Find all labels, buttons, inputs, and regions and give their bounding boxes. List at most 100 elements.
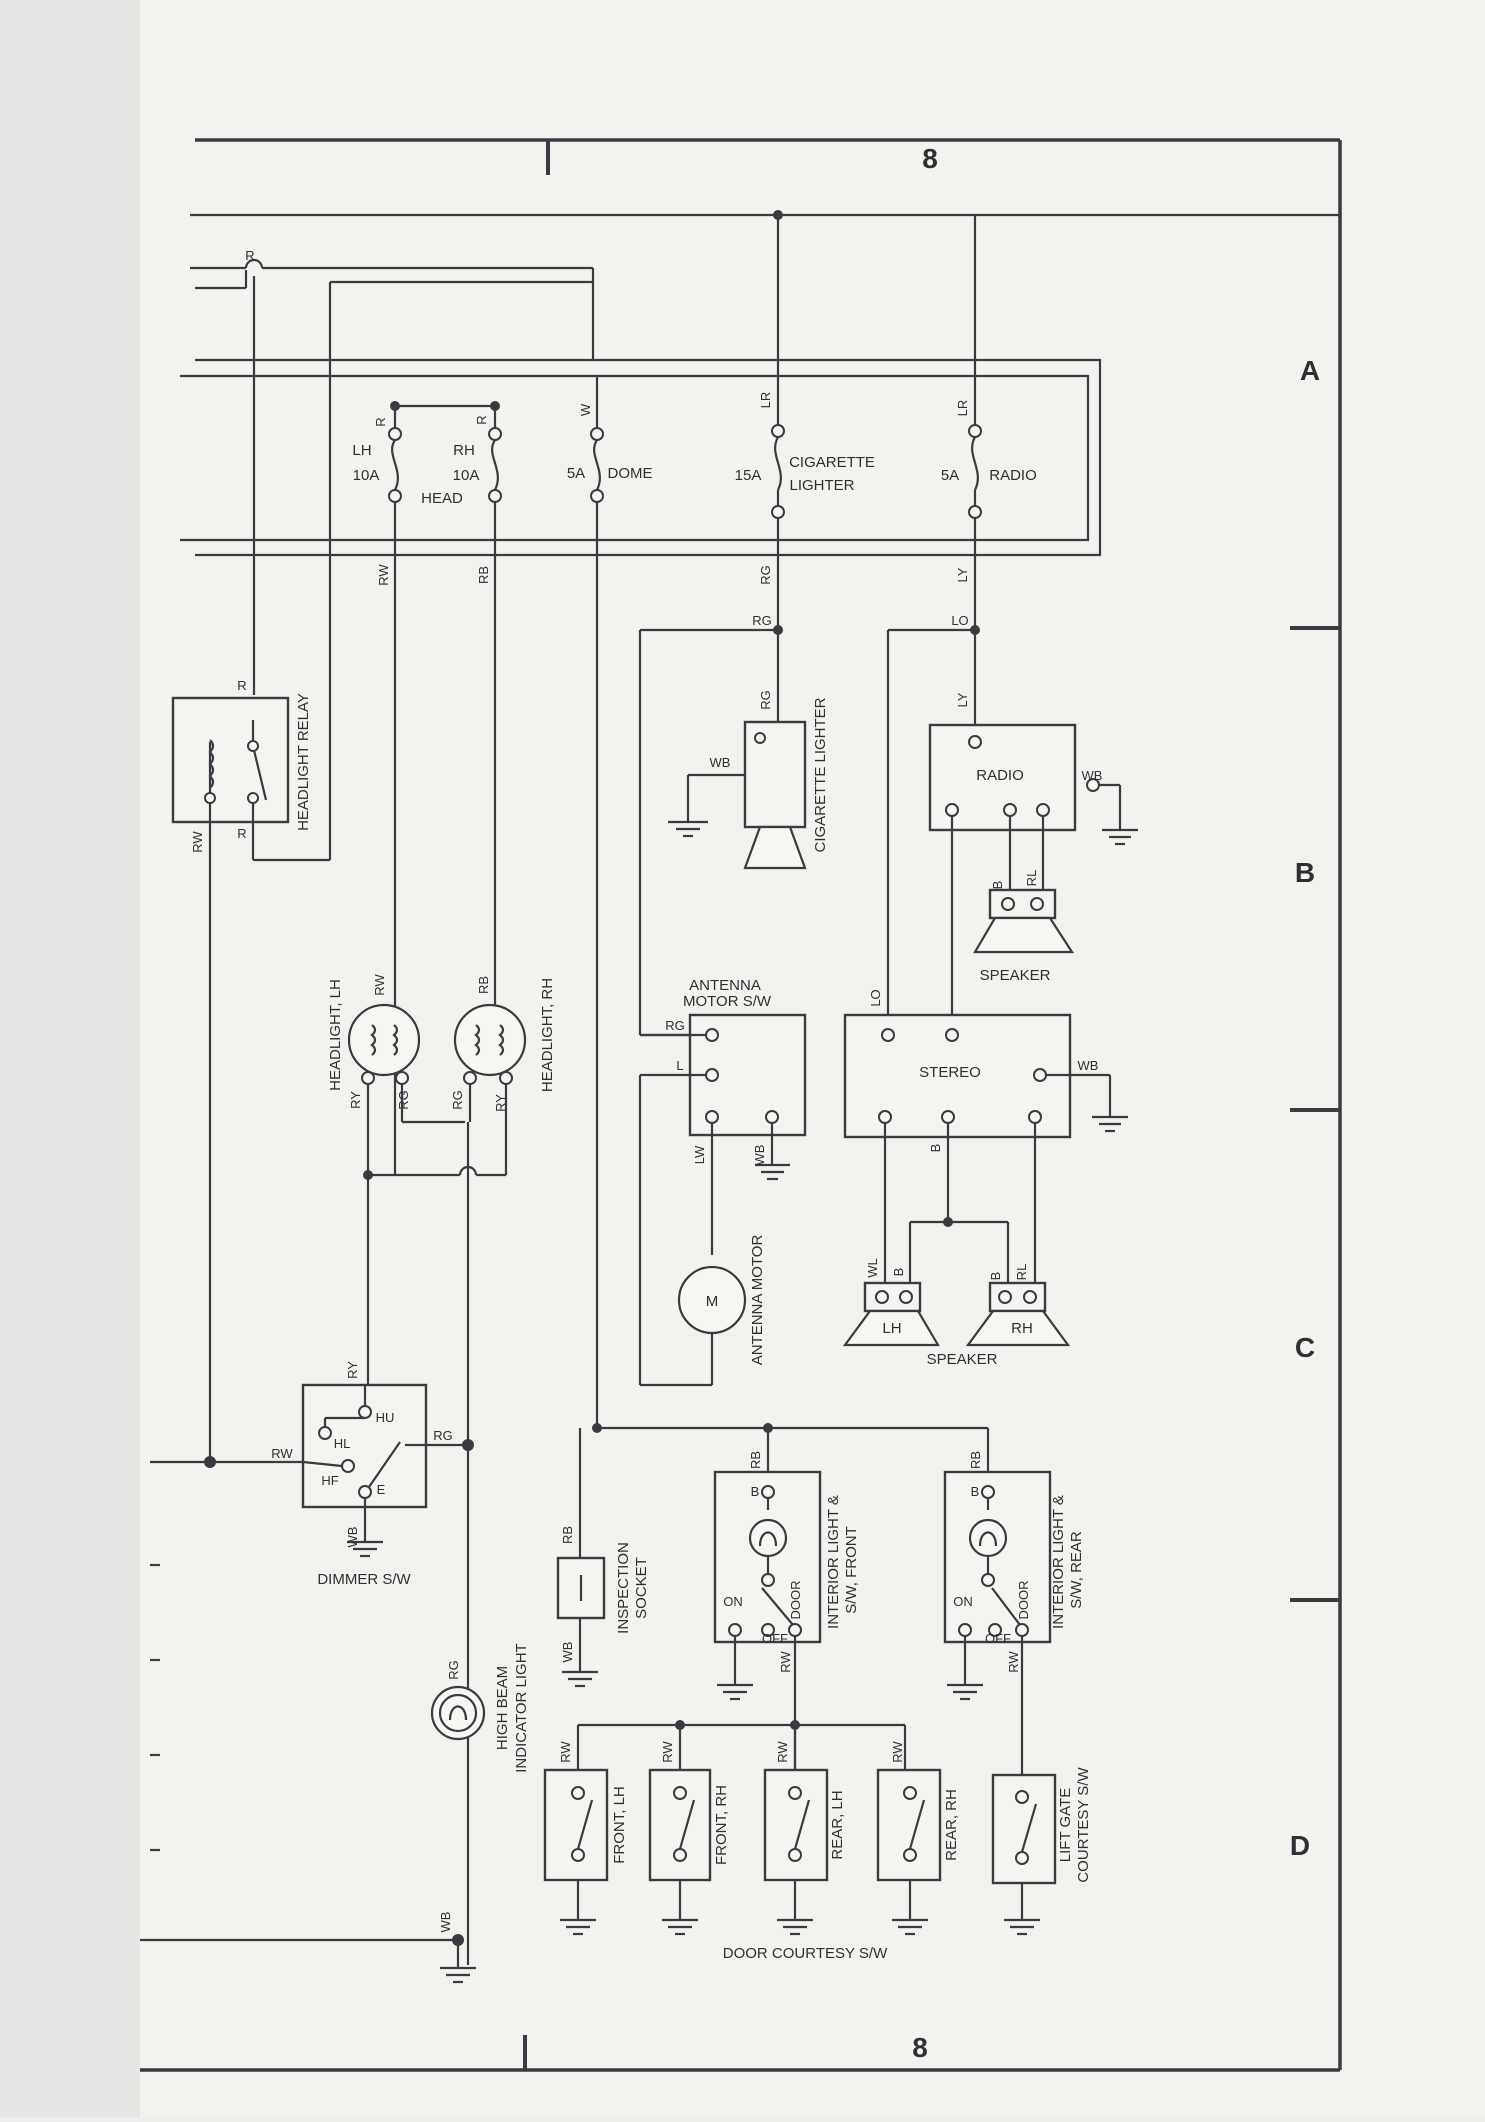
dimmer-sw-label: DIMMER S/W [317, 1571, 411, 1588]
inspection-socket [556, 1556, 606, 1688]
door-front-lh-label: FRONT, LH [611, 1786, 628, 1864]
door-courtesy-bus [576, 1723, 907, 1770]
headlight-lh-label: HEADLIGHT, LH [327, 979, 344, 1091]
wire-label-radio-lr: LR [955, 400, 970, 417]
dimmer-wire-rg: RG [433, 1428, 453, 1443]
zone-c-label: C [1295, 1332, 1315, 1363]
stereo-wire-wb: WB [1078, 1058, 1099, 1073]
fuse-rh-rating: 10A [453, 467, 480, 484]
int-rear-on: ON [953, 1594, 973, 1609]
fuse-lighter-name-2: LIGHTER [789, 477, 854, 494]
wire-label-rw-1: RW [376, 564, 391, 586]
wire-label-lighter-lr: LR [758, 392, 773, 409]
door-flh-wire-rw: RW [558, 1741, 573, 1763]
door-rear-rh-label: REAR, RH [943, 1789, 960, 1861]
antenna-motor-switch [638, 1013, 807, 1385]
int-front-label-1: INTERIOR LIGHT & [825, 1495, 842, 1629]
door-courtesy-label: DOOR COURTESY S/W [723, 1945, 888, 1962]
interior-light-rear [943, 1470, 1052, 1775]
fuse-lh-side: LH [352, 442, 371, 459]
antenna-wire-rg: RG [665, 1018, 685, 1033]
inspection-label-2: SOCKET [633, 1557, 650, 1619]
left-edge-stubs [150, 1460, 210, 1852]
stereo-wire-lo: LO [868, 989, 883, 1006]
fuse-dome [590, 376, 604, 1428]
int-front-term-b: B [751, 1484, 760, 1499]
sheet-number-top: 8 [922, 143, 938, 174]
radio-label: RADIO [976, 767, 1024, 784]
relay-wire-rw: RW [190, 831, 205, 853]
hb-wire-wb: WB [438, 1912, 453, 1933]
wire-label-fuse-rh-r: R [474, 415, 489, 424]
dimmer-term-e: E [377, 1482, 386, 1497]
wire-label-ly-1: LY [955, 567, 970, 582]
hl-lh-wire-rg: RG [396, 1090, 411, 1110]
int-rear-wire-rb: RB [968, 1451, 983, 1469]
speaker-wire-rl: RL [1024, 870, 1039, 887]
headlight-rh-label: HEADLIGHT, RH [539, 978, 556, 1092]
stereo-unit [843, 1013, 1128, 1288]
speaker-lh-wire-b: B [891, 1268, 906, 1277]
hl-lh-wire-ry: RY [348, 1091, 363, 1109]
speaker-wire-b: B [990, 881, 1005, 890]
int-rear-off: OFF [985, 1631, 1011, 1646]
headlight-relay-label: HEADLIGHT RELAY [295, 693, 312, 831]
hl-rh-wire-rg: RG [450, 1090, 465, 1110]
int-rear-term-b: B [971, 1484, 980, 1499]
speaker-lh-wire-wl: WL [865, 1258, 880, 1278]
inspection-wire-wb: WB [560, 1642, 575, 1663]
radio-wire-ly: LY [955, 692, 970, 707]
door-switch-front-rh [648, 1768, 712, 1936]
int-front-wire-rw: RW [778, 1651, 793, 1673]
hl-rh-wire-ry: RY [493, 1094, 508, 1112]
hl-rh-wire-rb: RB [476, 976, 491, 994]
zone-d-label: D [1290, 1830, 1310, 1861]
speaker-top-label: SPEAKER [980, 967, 1051, 984]
speaker-lh-label: LH [882, 1320, 901, 1337]
fuse-radio-rating: 5A [941, 467, 959, 484]
antenna-sw-label-1: ANTENNA [689, 977, 761, 994]
high-beam-label-2: INDICATOR LIGHT [513, 1643, 530, 1772]
fuse-radio-name: RADIO [989, 467, 1037, 484]
cigarette-lighter-label: CIGARETTE LIGHTER [812, 697, 829, 852]
lighter-junction-rg: RG [752, 613, 772, 628]
antenna-motor [640, 1265, 747, 1387]
inspection-label-1: INSPECTION [615, 1542, 632, 1634]
sheet-frame [140, 138, 1342, 2072]
sheet-number-bottom: 8 [912, 2032, 928, 2063]
motor-symbol: M [706, 1293, 719, 1310]
fuse-lighter-name-1: CIGARETTE [789, 454, 875, 471]
antenna-wire-wb: WB [752, 1145, 767, 1166]
fuse-head-label: HEAD [421, 490, 463, 507]
int-rear-label-2: S/W, REAR [1068, 1531, 1085, 1609]
headlight-relay [171, 280, 593, 1462]
relay-wire-r-bottom: R [237, 826, 246, 841]
wire-label-rb-1: RB [476, 566, 491, 584]
radio-unit [886, 625, 1138, 1022]
stereo-wire-b: B [928, 1144, 943, 1153]
inspection-wire-rb: RB [560, 1526, 575, 1544]
dimmer-wire-rw: RW [271, 1446, 293, 1461]
int-front-wire-rb: RB [748, 1451, 763, 1469]
high-beam-indicator [140, 1685, 486, 1984]
lighter-wire-rg: RG [758, 690, 773, 710]
wire-label-r-top: R [245, 248, 254, 263]
wire-label-fuse-lh-r: R [373, 417, 388, 426]
stereo-label: STEREO [919, 1064, 981, 1081]
hb-wire-rg: RG [446, 1660, 461, 1680]
door-switch-front-lh [543, 1768, 609, 1936]
door-frh-wire-rw: RW [660, 1741, 675, 1763]
cigarette-lighter [638, 625, 807, 1037]
fuse-dome-rating: 5A [567, 465, 585, 482]
door-switch-rear-rh [876, 1768, 942, 1936]
int-front-label-2: S/W, FRONT [843, 1526, 860, 1614]
door-rlh-wire-rw: RW [775, 1741, 790, 1763]
speaker-lh [842, 1281, 940, 1347]
lift-gate-switch [991, 1773, 1057, 1936]
fuse-rh-side: RH [453, 442, 475, 459]
door-front-rh-label: FRONT, RH [713, 1785, 730, 1865]
speaker-rh [965, 1281, 1071, 1347]
fuse-head-rh [488, 406, 502, 1010]
int-rear-label-1: INTERIOR LIGHT & [1050, 1495, 1067, 1629]
